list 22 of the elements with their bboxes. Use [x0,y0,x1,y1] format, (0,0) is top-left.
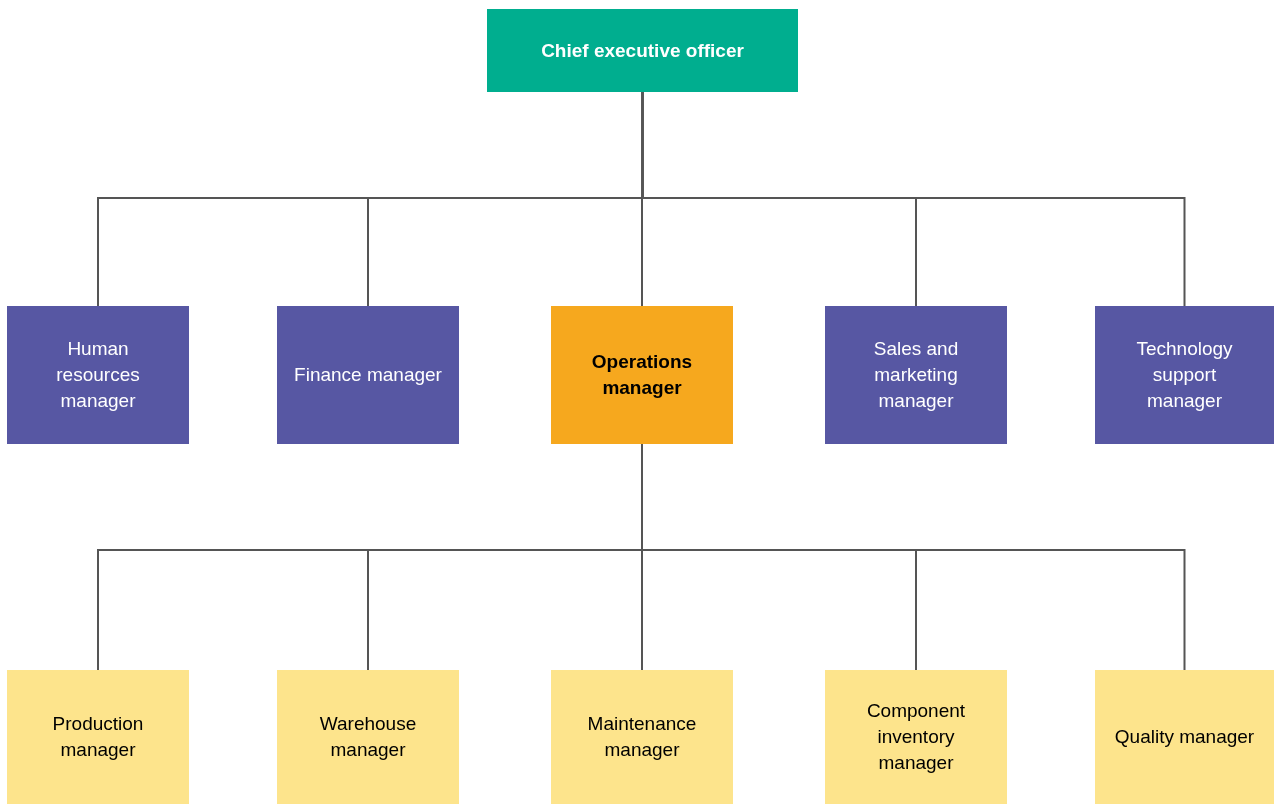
sub-manager-box [7,670,189,804]
role-label: Quality manager [1114,725,1255,749]
manager-box [277,306,459,444]
manager-box [825,306,1007,444]
highlighted-manager-box [551,306,733,444]
role-label: Sales and marketing manager [872,337,960,413]
role-label: Chief executive officer [541,38,744,63]
role-label: Warehouse manager [318,712,418,762]
role-label: Maintenance manager [586,712,698,762]
sub-manager-box [277,670,459,804]
executive-box [487,9,798,92]
role-label: Human resources manager [55,337,141,413]
manager-box [1095,306,1274,444]
role-label: Production manager [51,712,145,762]
role-label: Component inventory manager [865,699,967,775]
sub-manager-box [551,670,733,804]
manager-box [7,306,189,444]
sub-manager-box [1095,670,1274,804]
sub-manager-box [825,670,1007,804]
role-label: Technology support manager [1135,337,1234,413]
role-label: Operations manager [590,350,694,400]
role-label: Finance manager [294,363,442,387]
